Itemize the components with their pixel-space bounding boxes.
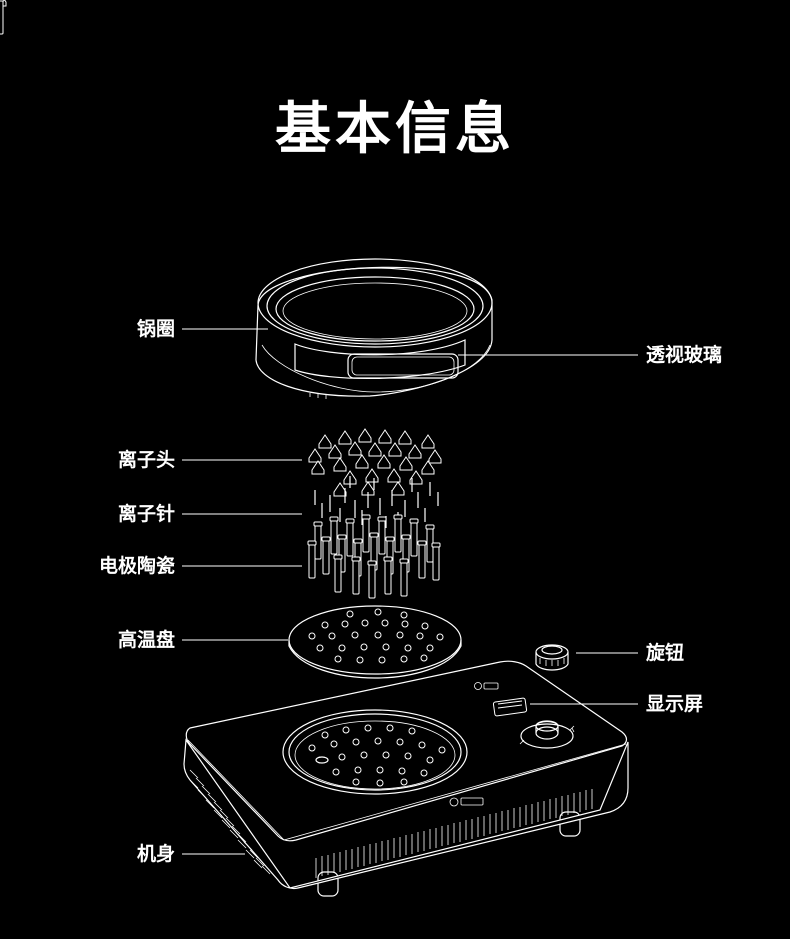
label-body: 机身	[136, 843, 175, 865]
label-ion-head: 离子头	[117, 449, 175, 471]
label-pot-ring: 锅圈	[136, 318, 175, 340]
label-electrode-ceramic: 电极陶瓷	[98, 555, 175, 577]
ion-heads-drawing	[0, 0, 442, 497]
ion-needles-drawing	[314, 476, 439, 528]
label-glass: 透视玻璃	[646, 344, 723, 366]
label-ion-needle: 离子针	[117, 503, 175, 525]
label-knob: 旋钮	[646, 642, 685, 664]
label-high-temp-plate: 高温盘	[117, 629, 175, 651]
high-temp-plate-drawing	[288, 605, 462, 679]
electrode-ceramics-drawing	[0, 0, 441, 599]
machine-body-drawing	[183, 660, 629, 897]
pot-ring-drawing	[255, 258, 493, 399]
leader-lines	[182, 328, 638, 855]
knob-drawing	[535, 644, 569, 671]
label-display: 显示屏	[646, 693, 704, 715]
page-title: 基本信息	[275, 97, 515, 162]
